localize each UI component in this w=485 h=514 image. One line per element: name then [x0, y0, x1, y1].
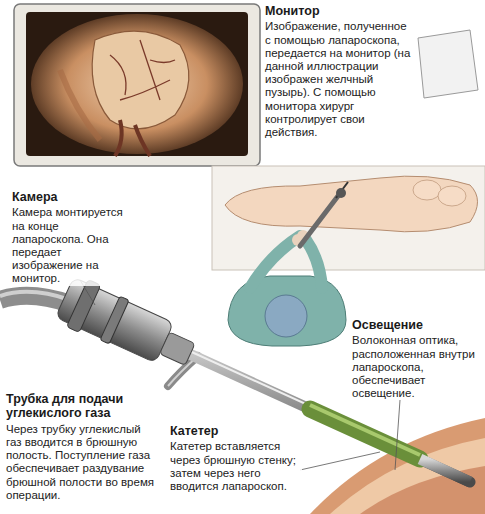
callout: ОсвещениеВолоконная оптика, расположенна… — [352, 318, 480, 400]
callout-text: Изображение, полученное с помощью лапаро… — [265, 20, 415, 139]
callout: Трубка для подачи углекислого газаЧерез … — [6, 392, 156, 502]
callout-heading: Освещение — [352, 318, 480, 332]
callout-text: Катетер вставляется через брюшную стенку… — [170, 440, 302, 493]
callout: МониторИзображение, полученное с помощью… — [265, 4, 415, 139]
callout: КатетерКатетер вставляется через брюшную… — [170, 424, 302, 493]
callout-text: Камера монтируется на конце лапароскопа.… — [12, 206, 124, 285]
monitor — [14, 4, 260, 166]
callout-text: Волоконная оптика, расположенная внутри … — [352, 334, 480, 400]
callout-heading: Трубка для подачи углекислого газа — [6, 392, 156, 421]
callout-heading: Катетер — [170, 424, 302, 438]
surgeon — [228, 182, 348, 346]
callout-heading: Камера — [12, 190, 124, 204]
callout: КамераКамера монтируется на конце лапаро… — [12, 190, 124, 286]
patient — [212, 166, 485, 270]
callout-text: Через трубку углекислый газ вводится в б… — [6, 423, 156, 502]
callout-heading: Монитор — [265, 4, 415, 18]
paper-sheet — [418, 30, 478, 98]
catheter — [310, 405, 470, 482]
